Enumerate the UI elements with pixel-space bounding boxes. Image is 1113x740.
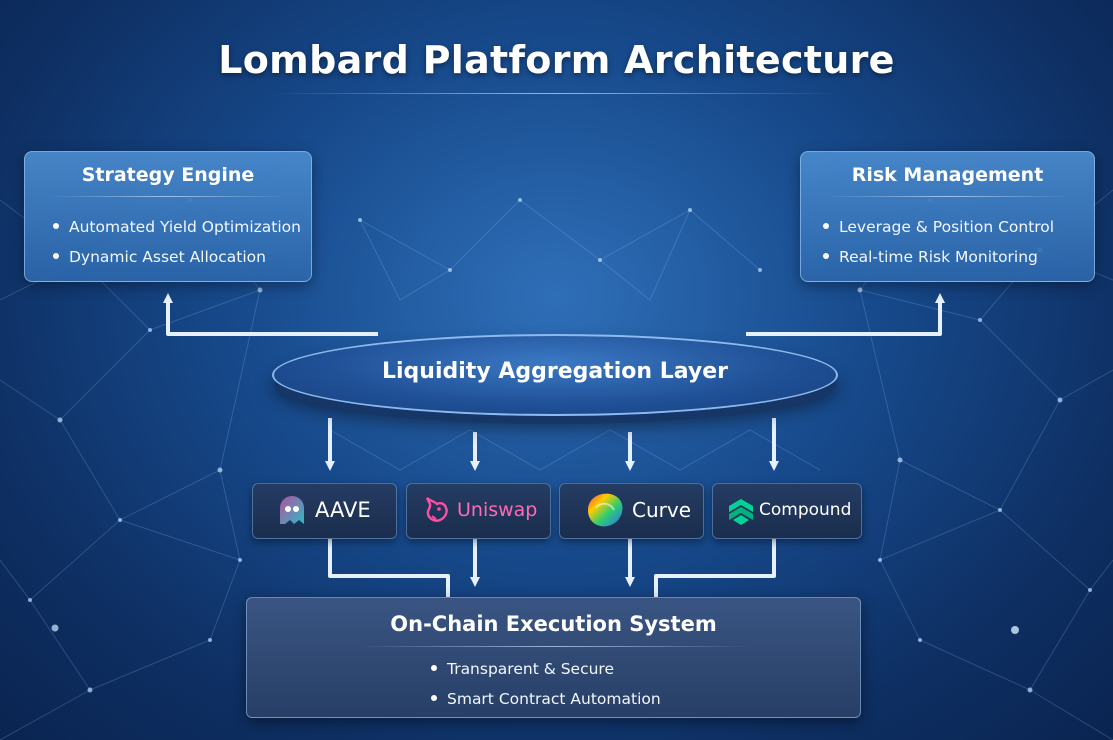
strategy-engine-title: Strategy Engine xyxy=(81,164,255,186)
protocol-label: Compound xyxy=(759,500,852,520)
list-item: Real-time Risk Monitoring xyxy=(823,246,1054,276)
protocol-label: AAVE xyxy=(315,498,371,522)
liquidity-layer-label: Liquidity Aggregation Layer xyxy=(382,359,728,384)
execution-system-divider xyxy=(357,646,750,647)
bullet-icon xyxy=(823,223,829,229)
list-item-text: Transparent & Secure xyxy=(447,660,614,678)
list-item: Dynamic Asset Allocation xyxy=(53,246,301,276)
curve-rainbow-icon xyxy=(588,493,623,527)
bullet-icon xyxy=(53,223,59,229)
risk-management-title: Risk Management xyxy=(851,164,1044,186)
strategy-engine-list: Automated Yield Optimization Dynamic Ass… xyxy=(53,216,301,276)
aave-ghost-icon xyxy=(280,496,304,524)
list-item: Leverage & Position Control xyxy=(823,216,1054,246)
protocol-curve: Curve xyxy=(559,483,704,539)
bullet-icon xyxy=(53,253,59,259)
execution-system-title: On-Chain Execution System xyxy=(390,612,717,636)
list-item-text: Real-time Risk Monitoring xyxy=(839,248,1038,266)
risk-management-list: Leverage & Position Control Real-time Ri… xyxy=(823,216,1054,276)
liquidity-aggregation-layer: Liquidity Aggregation Layer xyxy=(272,334,838,416)
list-item-text: Dynamic Asset Allocation xyxy=(69,248,266,266)
protocol-label: Curve xyxy=(632,498,692,522)
strategy-engine-box: Strategy Engine Automated Yield Optimiza… xyxy=(24,151,312,282)
strategy-engine-divider xyxy=(49,196,287,197)
protocol-aave: AAVE xyxy=(252,483,397,539)
bullet-icon xyxy=(431,665,437,671)
risk-management-box: Risk Management Leverage & Position Cont… xyxy=(800,151,1095,282)
list-item-text: Automated Yield Optimization xyxy=(69,218,301,236)
list-item-text: Leverage & Position Control xyxy=(839,218,1055,236)
list-item: Smart Contract Automation xyxy=(431,688,661,718)
title-underline xyxy=(270,93,840,94)
list-item-text: Smart Contract Automation xyxy=(447,690,661,708)
bullet-icon xyxy=(431,695,437,701)
list-item: Automated Yield Optimization xyxy=(53,216,301,246)
protocol-compound: Compound xyxy=(712,483,862,539)
execution-system-list: Transparent & Secure Smart Contract Auto… xyxy=(431,658,661,718)
on-chain-execution-box: On-Chain Execution System Transparent & … xyxy=(246,597,861,718)
uniswap-unicorn-icon xyxy=(425,497,448,522)
bullet-icon xyxy=(823,253,829,259)
risk-management-divider xyxy=(825,196,1070,197)
protocol-uniswap: Uniswap xyxy=(406,483,551,539)
page-title: Lombard Platform Architecture xyxy=(218,38,895,82)
list-item: Transparent & Secure xyxy=(431,658,661,688)
protocol-label: Uniswap xyxy=(457,499,538,521)
compound-logo-icon xyxy=(729,499,753,525)
